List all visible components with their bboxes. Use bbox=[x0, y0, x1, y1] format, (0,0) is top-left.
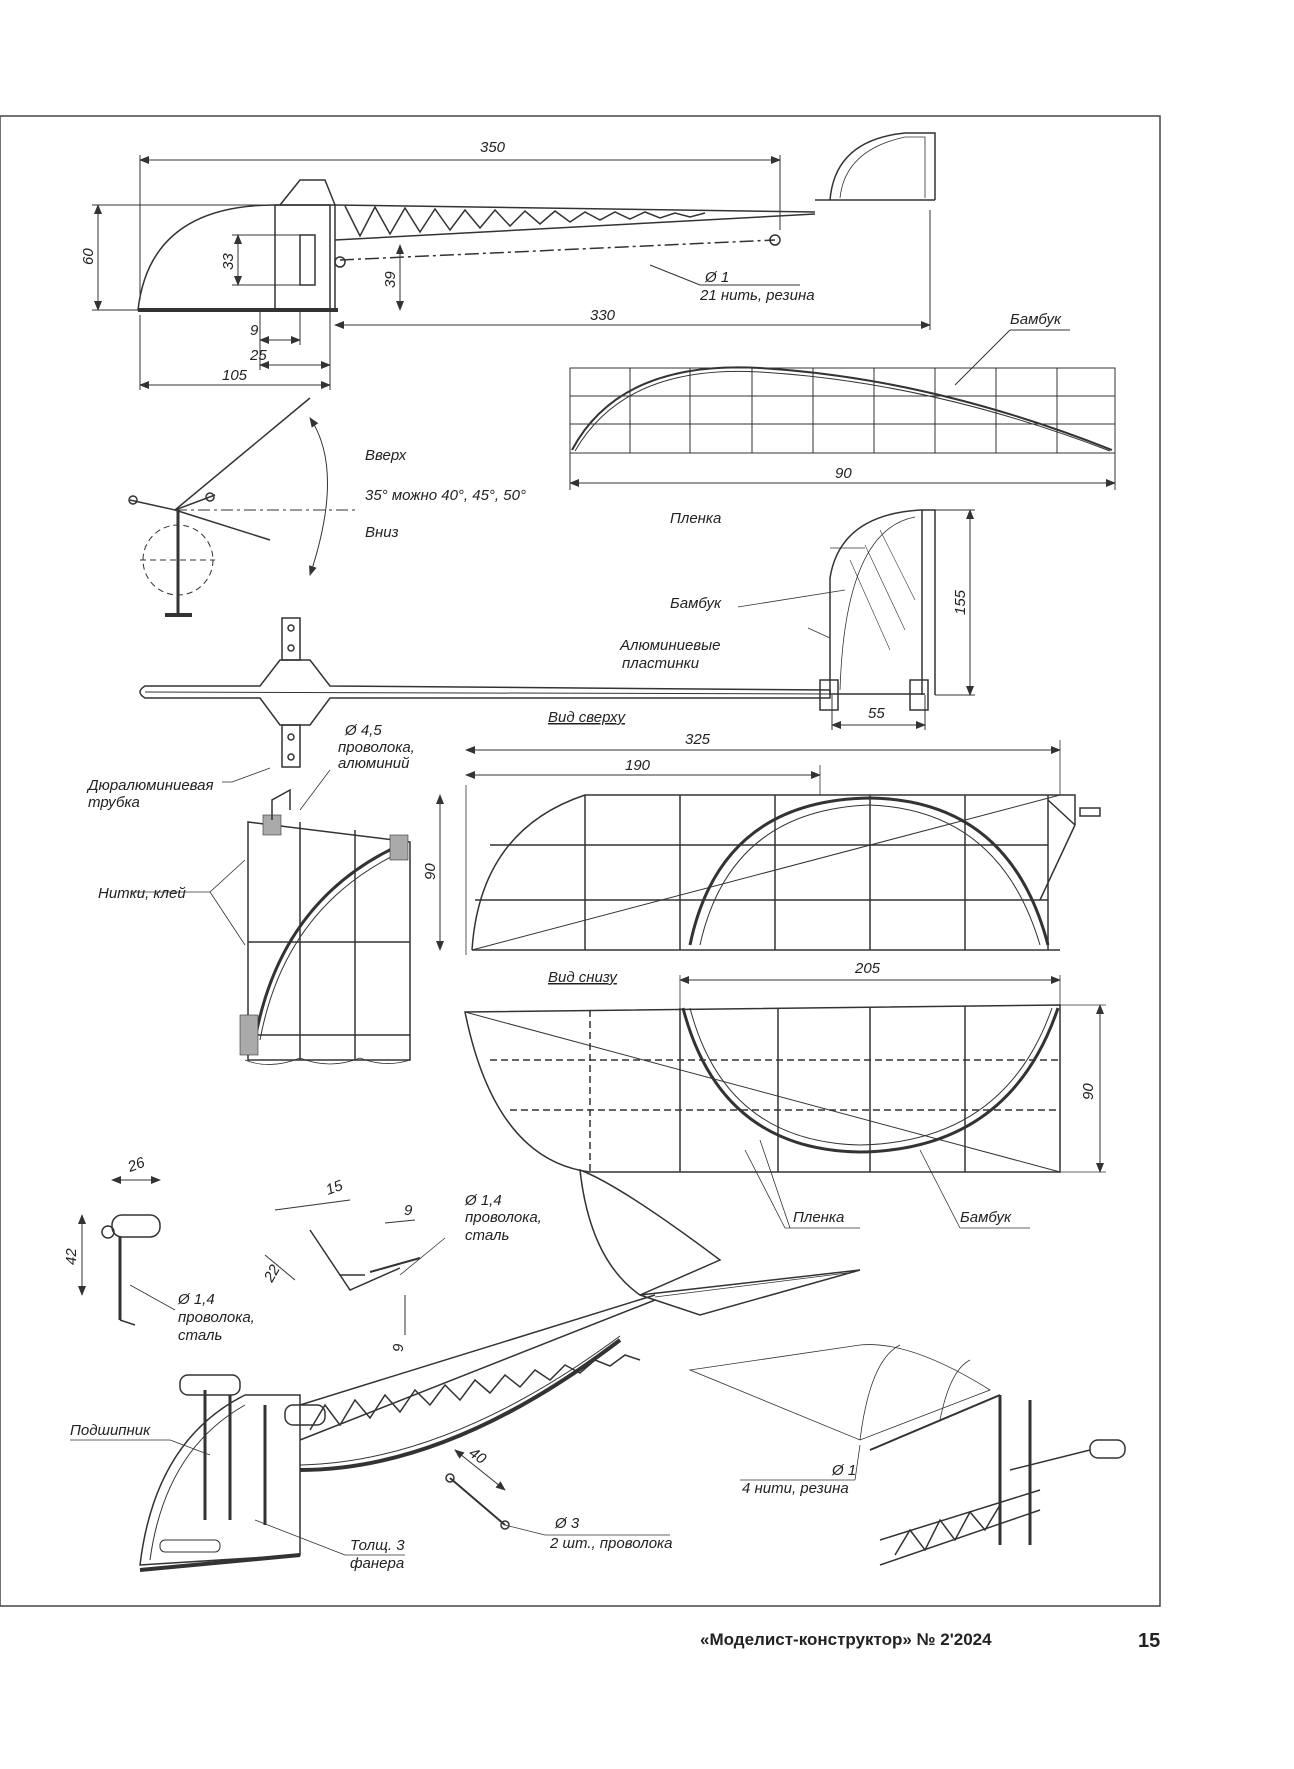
label-dural-tube-2: трубка bbox=[88, 794, 140, 811]
dim-hook-9b: 9 bbox=[390, 1343, 407, 1352]
footer-journal-title: «Моделист-конструктор» № 2'2024 bbox=[700, 1630, 992, 1649]
label-wire-alu-1: Ø 4,5 bbox=[344, 722, 382, 739]
label-down: Вниз bbox=[365, 524, 399, 541]
page-frame bbox=[0, 115, 1161, 1607]
side-view-fuselage bbox=[137, 132, 936, 312]
label-wire-link-1: Ø 3 bbox=[554, 1515, 580, 1532]
label-wire-link-2: 2 шт., проволока bbox=[549, 1535, 672, 1552]
label-plywood-2: фанера bbox=[350, 1555, 404, 1572]
label-plywood-1: Толщ. 3 bbox=[350, 1537, 405, 1554]
side-view-dimensions bbox=[92, 155, 931, 390]
dim-bearing-width: 26 bbox=[125, 1154, 148, 1176]
dim-fuselage-height: 60 bbox=[80, 248, 97, 265]
tail-fin-view bbox=[737, 509, 975, 730]
dim-fin-base: 55 bbox=[868, 705, 885, 722]
label-up: Вверх bbox=[365, 447, 407, 464]
label-view-bottom: Вид снизу bbox=[548, 969, 618, 986]
label-bamboo-fin: Бамбук bbox=[670, 595, 722, 612]
hook-detail bbox=[264, 1199, 446, 1335]
label-steel-wire-a-2: проволока, bbox=[178, 1309, 255, 1326]
wing-profile-grid bbox=[569, 329, 1116, 490]
dim-hook-15: 15 bbox=[324, 1177, 346, 1199]
elevator-angle-diagram bbox=[128, 397, 355, 617]
dim-wing-chord-bottom: 90 bbox=[1080, 1083, 1097, 1100]
isometric-model bbox=[70, 1168, 1126, 1572]
label-threads-glue: Нитки, клей bbox=[98, 885, 186, 902]
dim-hook-height: 39 bbox=[382, 271, 399, 288]
label-bearing: Подшипник bbox=[70, 1422, 151, 1439]
dim-wing-span: 325 bbox=[685, 731, 711, 748]
dim-hook-9a: 9 bbox=[404, 1202, 413, 1219]
label-rubber-top-1: Ø 1 bbox=[704, 269, 729, 286]
dim-wing-profile-span: 90 bbox=[835, 465, 852, 482]
dim-link-length: 40 bbox=[466, 1444, 490, 1468]
label-steel-wire-b-3: сталь bbox=[465, 1227, 509, 1244]
dim-offset-25: 25 bbox=[249, 347, 267, 364]
dim-wing-root: 190 bbox=[625, 757, 651, 774]
dim-wing-bottom-span: 205 bbox=[854, 960, 881, 977]
wing-top-view bbox=[436, 740, 1101, 955]
label-film-wing: Пленка bbox=[793, 1209, 844, 1226]
dim-hook-22: 22 bbox=[260, 1261, 284, 1285]
label-steel-wire-a-3: сталь bbox=[178, 1327, 222, 1344]
wing-bottom-view bbox=[464, 975, 1106, 1229]
label-bamboo-wing: Бамбук bbox=[960, 1209, 1012, 1226]
page-number: 15 bbox=[1138, 1630, 1161, 1652]
label-film-fin: Пленка bbox=[670, 510, 721, 527]
label-view-top: Вид сверху bbox=[548, 709, 626, 726]
label-dural-tube-1: Дюралюминиевая bbox=[86, 777, 214, 794]
dim-fuselage-length: 350 bbox=[480, 139, 506, 156]
label-rubber-bottom-1: Ø 1 bbox=[831, 1462, 856, 1479]
label-alu-plates-1: Алюминиевые bbox=[619, 637, 721, 654]
label-steel-wire-a-1: Ø 1,4 bbox=[177, 1291, 215, 1308]
dim-motor-length: 330 bbox=[590, 307, 616, 324]
dim-frame-height: 33 bbox=[220, 253, 237, 270]
label-bamboo-profile: Бамбук bbox=[1010, 311, 1062, 328]
dim-bearing-height: 42 bbox=[63, 1248, 80, 1265]
label-steel-wire-b-2: проволока, bbox=[465, 1209, 542, 1226]
dim-offset-9: 9 bbox=[250, 322, 259, 339]
label-angle: 35° можно 40°, 45°, 50° bbox=[365, 487, 526, 504]
wing-root-detail bbox=[130, 769, 411, 1065]
dim-nose-length: 105 bbox=[222, 367, 248, 384]
label-steel-wire-b-1: Ø 1,4 bbox=[464, 1192, 502, 1209]
dim-wing-chord-top: 90 bbox=[422, 863, 439, 880]
top-view-fuselage bbox=[139, 617, 929, 783]
label-alu-plates-2: пластинки bbox=[622, 655, 700, 672]
dim-fin-height: 155 bbox=[952, 589, 969, 615]
label-rubber-top-2: 21 нить, резина bbox=[699, 287, 815, 304]
label-wire-alu-2: проволока, bbox=[338, 739, 415, 756]
bearing-detail bbox=[78, 1176, 176, 1326]
label-rubber-bottom-2: 4 нити, резина bbox=[742, 1480, 849, 1497]
label-wire-alu-3: алюминий bbox=[338, 755, 410, 772]
